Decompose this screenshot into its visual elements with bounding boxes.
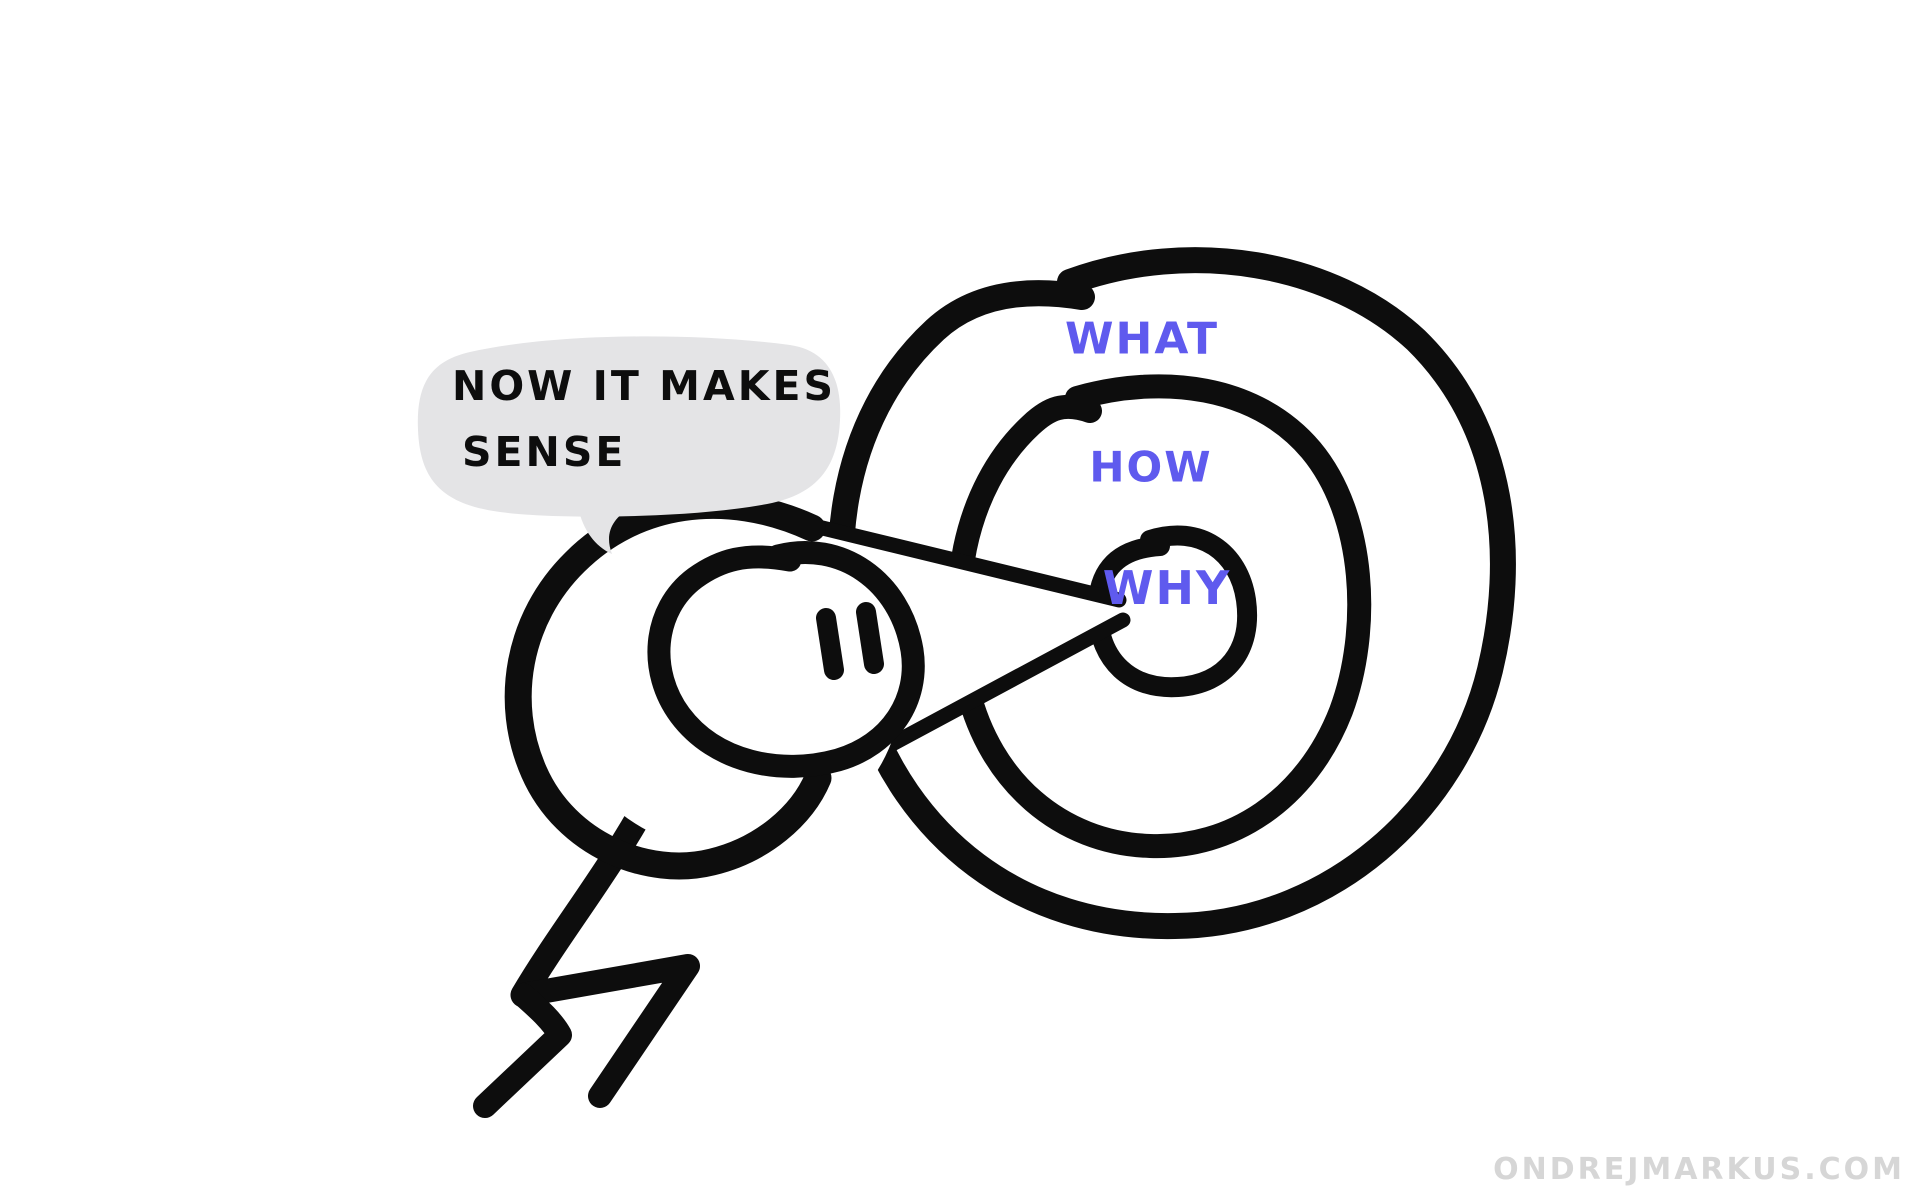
figure-back-leg — [473, 983, 572, 1118]
inner-ring-label: WHY — [1102, 561, 1232, 615]
stick-figure — [473, 491, 925, 1118]
middle-ring — [946, 374, 1372, 859]
face-outline — [647, 541, 925, 778]
speech-bubble-text-line1: NOW IT MAKES — [452, 362, 836, 410]
right-eye — [856, 602, 884, 674]
speech-bubble-body — [417, 336, 841, 517]
speech-bubble-tail — [576, 497, 648, 554]
speech-bubble-text-line2: SENSE — [462, 428, 627, 476]
figure-front-leg — [511, 954, 700, 1108]
middle-ring-label: HOW — [1089, 442, 1213, 492]
speech-bubble — [417, 336, 841, 554]
left-eye — [816, 608, 844, 680]
outer-ring-label: WHAT — [1064, 313, 1220, 365]
watermark-text: ONDREJMARKUS.COM — [1493, 1152, 1905, 1187]
vision-cone-upper-edge — [798, 516, 1127, 608]
outer-ring — [827, 247, 1516, 940]
vision-cone-lower-edge — [860, 612, 1131, 765]
